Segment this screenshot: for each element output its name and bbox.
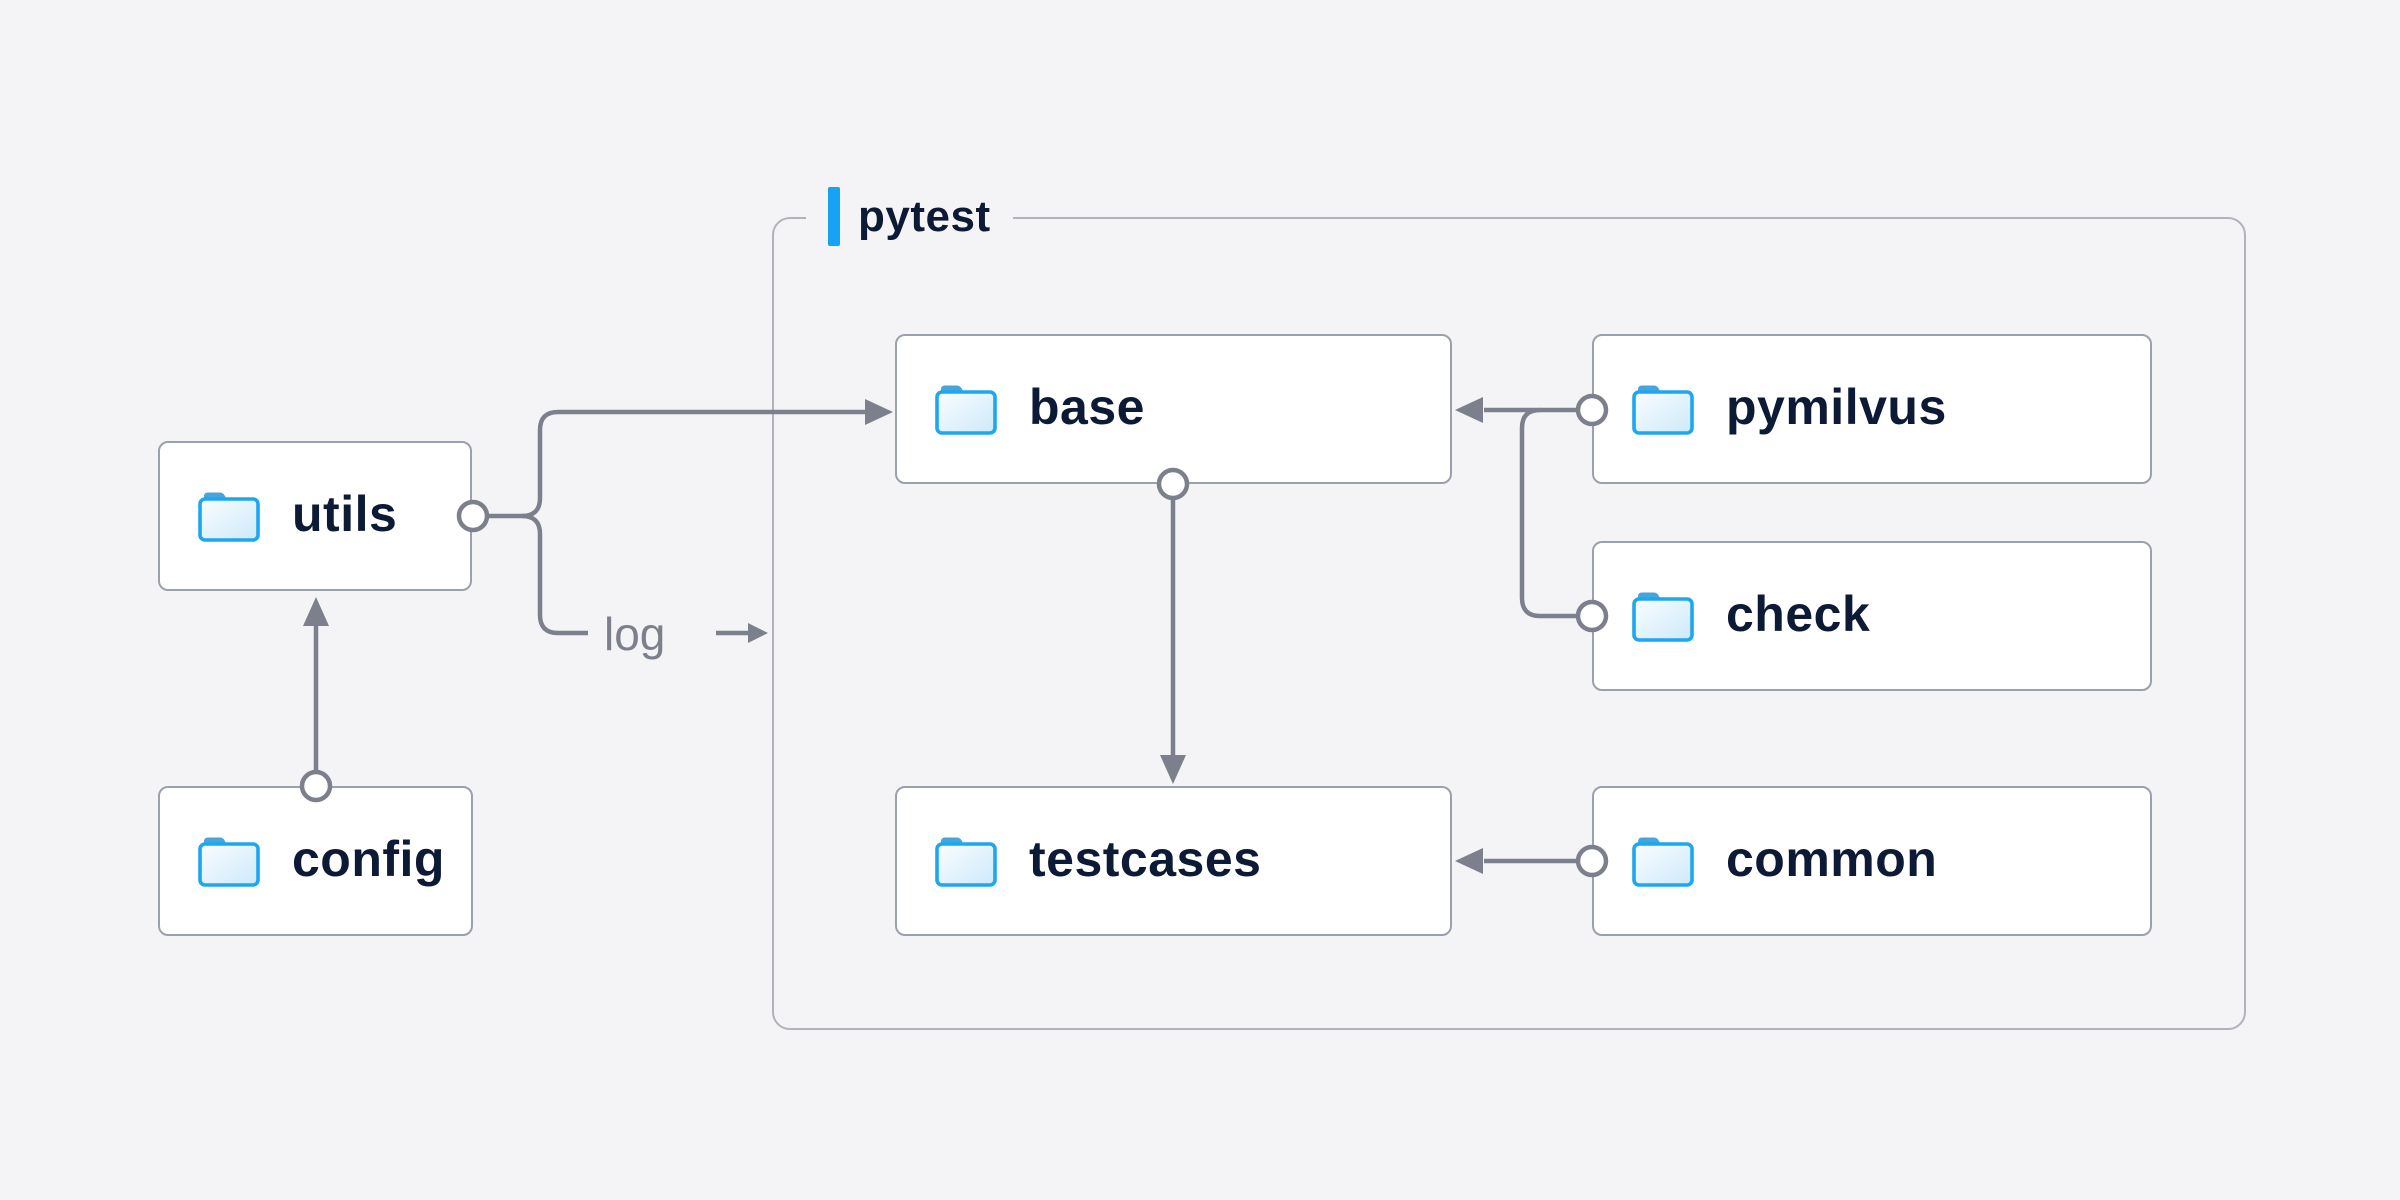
edge-config-to-utils: [299, 597, 333, 803]
node-check: check: [1592, 541, 2152, 691]
folder-icon: [1632, 592, 1694, 642]
arrowhead-right-small: [748, 623, 768, 643]
node-label: config: [292, 831, 445, 887]
node-base: base: [895, 334, 1452, 484]
node-label: base: [1029, 379, 1145, 435]
node-pymilvus: pymilvus: [1592, 334, 2152, 484]
folder-icon: [198, 837, 260, 887]
node-label: testcases: [1029, 831, 1262, 887]
folder-icon: [198, 492, 260, 542]
node-label: check: [1726, 586, 1871, 642]
folder-icon: [935, 837, 997, 887]
arrowhead-up: [303, 597, 329, 626]
node-label: utils: [292, 486, 398, 542]
node-utils: utils: [158, 441, 472, 591]
node-common: common: [1592, 786, 2152, 936]
node-config: config: [158, 786, 473, 936]
edge-label-log: log: [604, 608, 665, 660]
pytest-group-container: [772, 217, 2246, 1030]
folder-icon: [1632, 837, 1694, 887]
folder-icon: [1632, 385, 1694, 435]
node-label: common: [1726, 831, 1938, 887]
group-title: pytest: [858, 191, 991, 241]
pytest-group-label: pytest: [806, 186, 1013, 247]
folder-icon: [935, 385, 997, 435]
node-testcases: testcases: [895, 786, 1452, 936]
accent-bar: [828, 187, 840, 246]
node-label: pymilvus: [1726, 379, 1947, 435]
edge-utils-to-log: log: [521, 513, 768, 660]
